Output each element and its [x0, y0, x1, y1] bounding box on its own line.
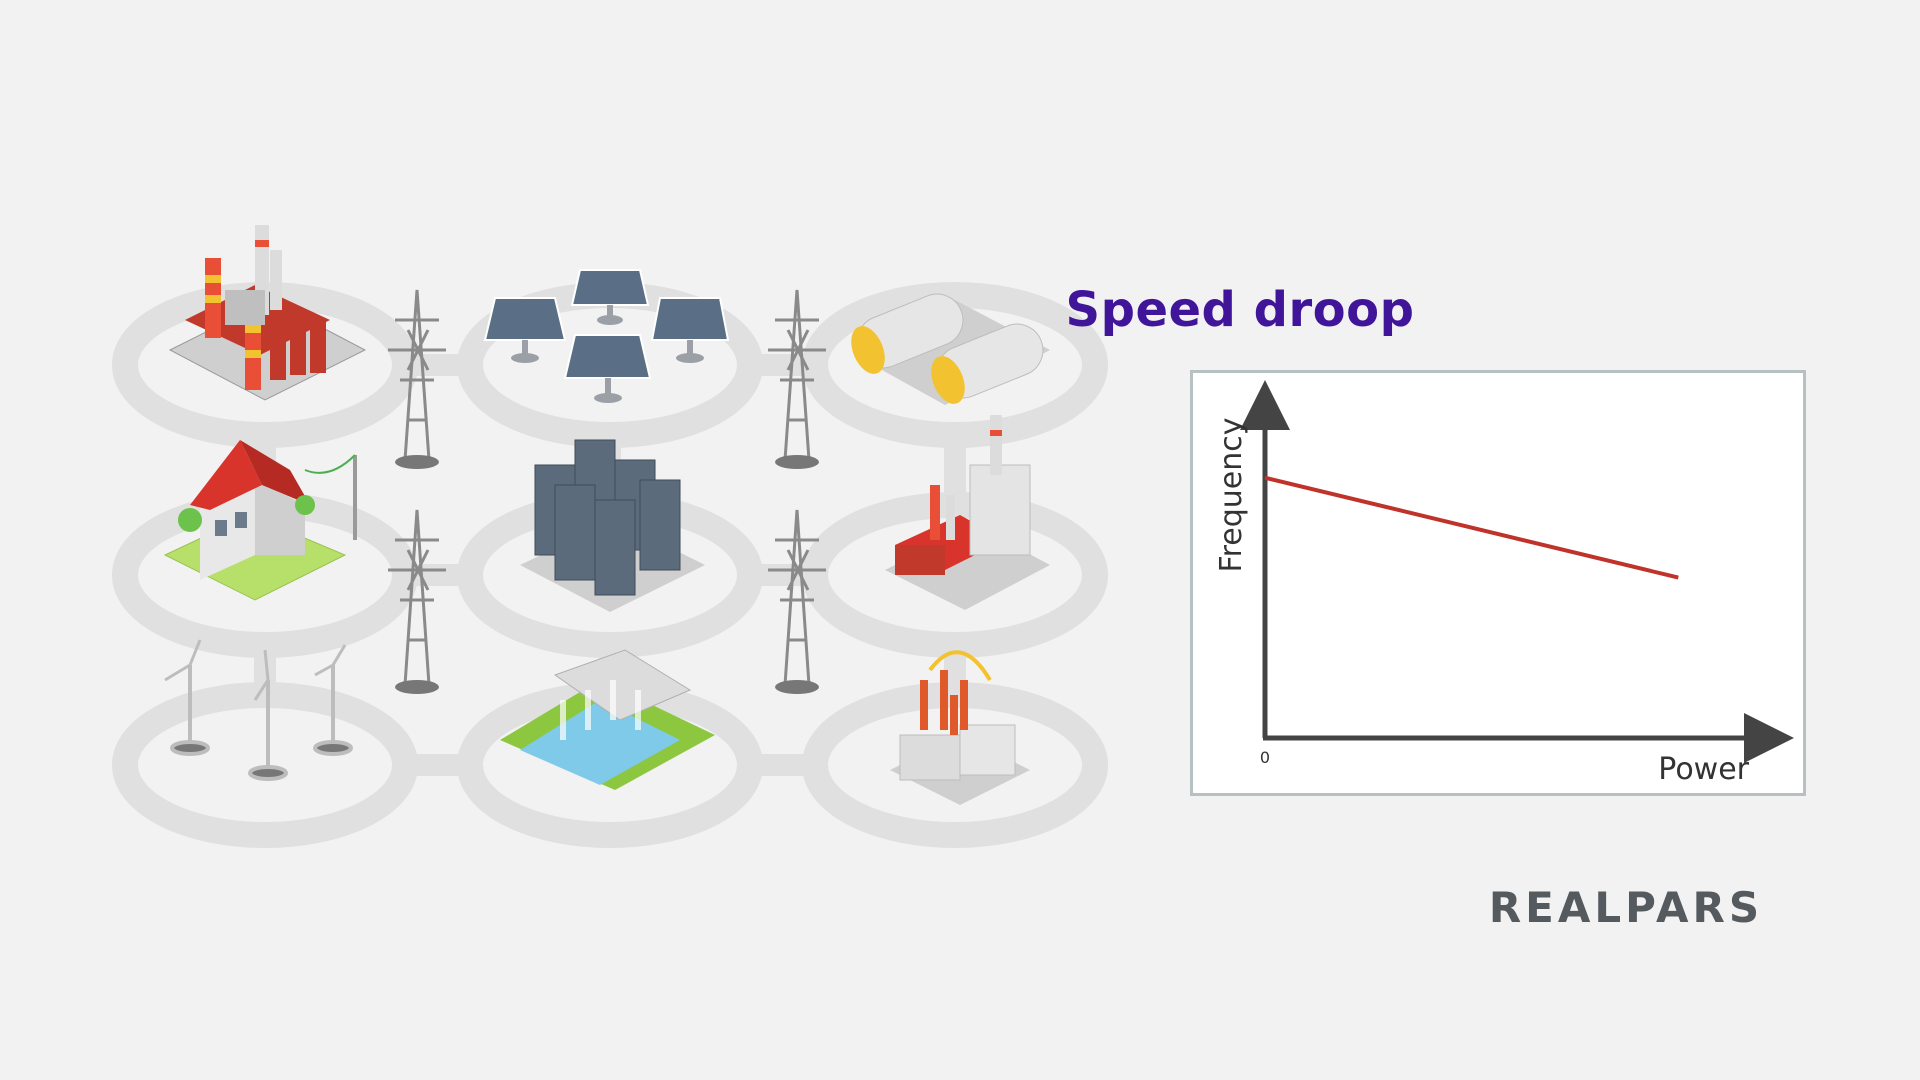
- coal-power-plant-icon: [168, 225, 367, 401]
- house-icon: [163, 440, 357, 601]
- substation-icon: [890, 650, 1030, 805]
- droop-line: [1264, 475, 1679, 580]
- power-grid-illustration: [112, 225, 1108, 848]
- data-center-icon: [520, 439, 705, 612]
- wind-turbines-icon: [164, 639, 353, 781]
- factory-icon: [885, 415, 1050, 610]
- transmission-tower-icon: [388, 289, 826, 694]
- y-axis-label: Frequency: [1214, 418, 1249, 573]
- realpars-logo: REALPARS: [1489, 884, 1763, 930]
- hydro-dam-icon: [500, 649, 715, 790]
- x-tick-label: 0: [1260, 748, 1270, 767]
- gas-storage-tanks-icon: [851, 293, 1050, 405]
- logo-text: REALPARS: [1489, 884, 1763, 930]
- x-axis-label: Power: [1658, 752, 1749, 787]
- chart-plot-area: Frequency Power 0: [1214, 380, 1794, 787]
- speed-droop-chart: Frequency Power 0: [1190, 370, 1806, 796]
- solar-panels-icon: [483, 269, 730, 403]
- chart-title: Speed droop: [1065, 282, 1415, 338]
